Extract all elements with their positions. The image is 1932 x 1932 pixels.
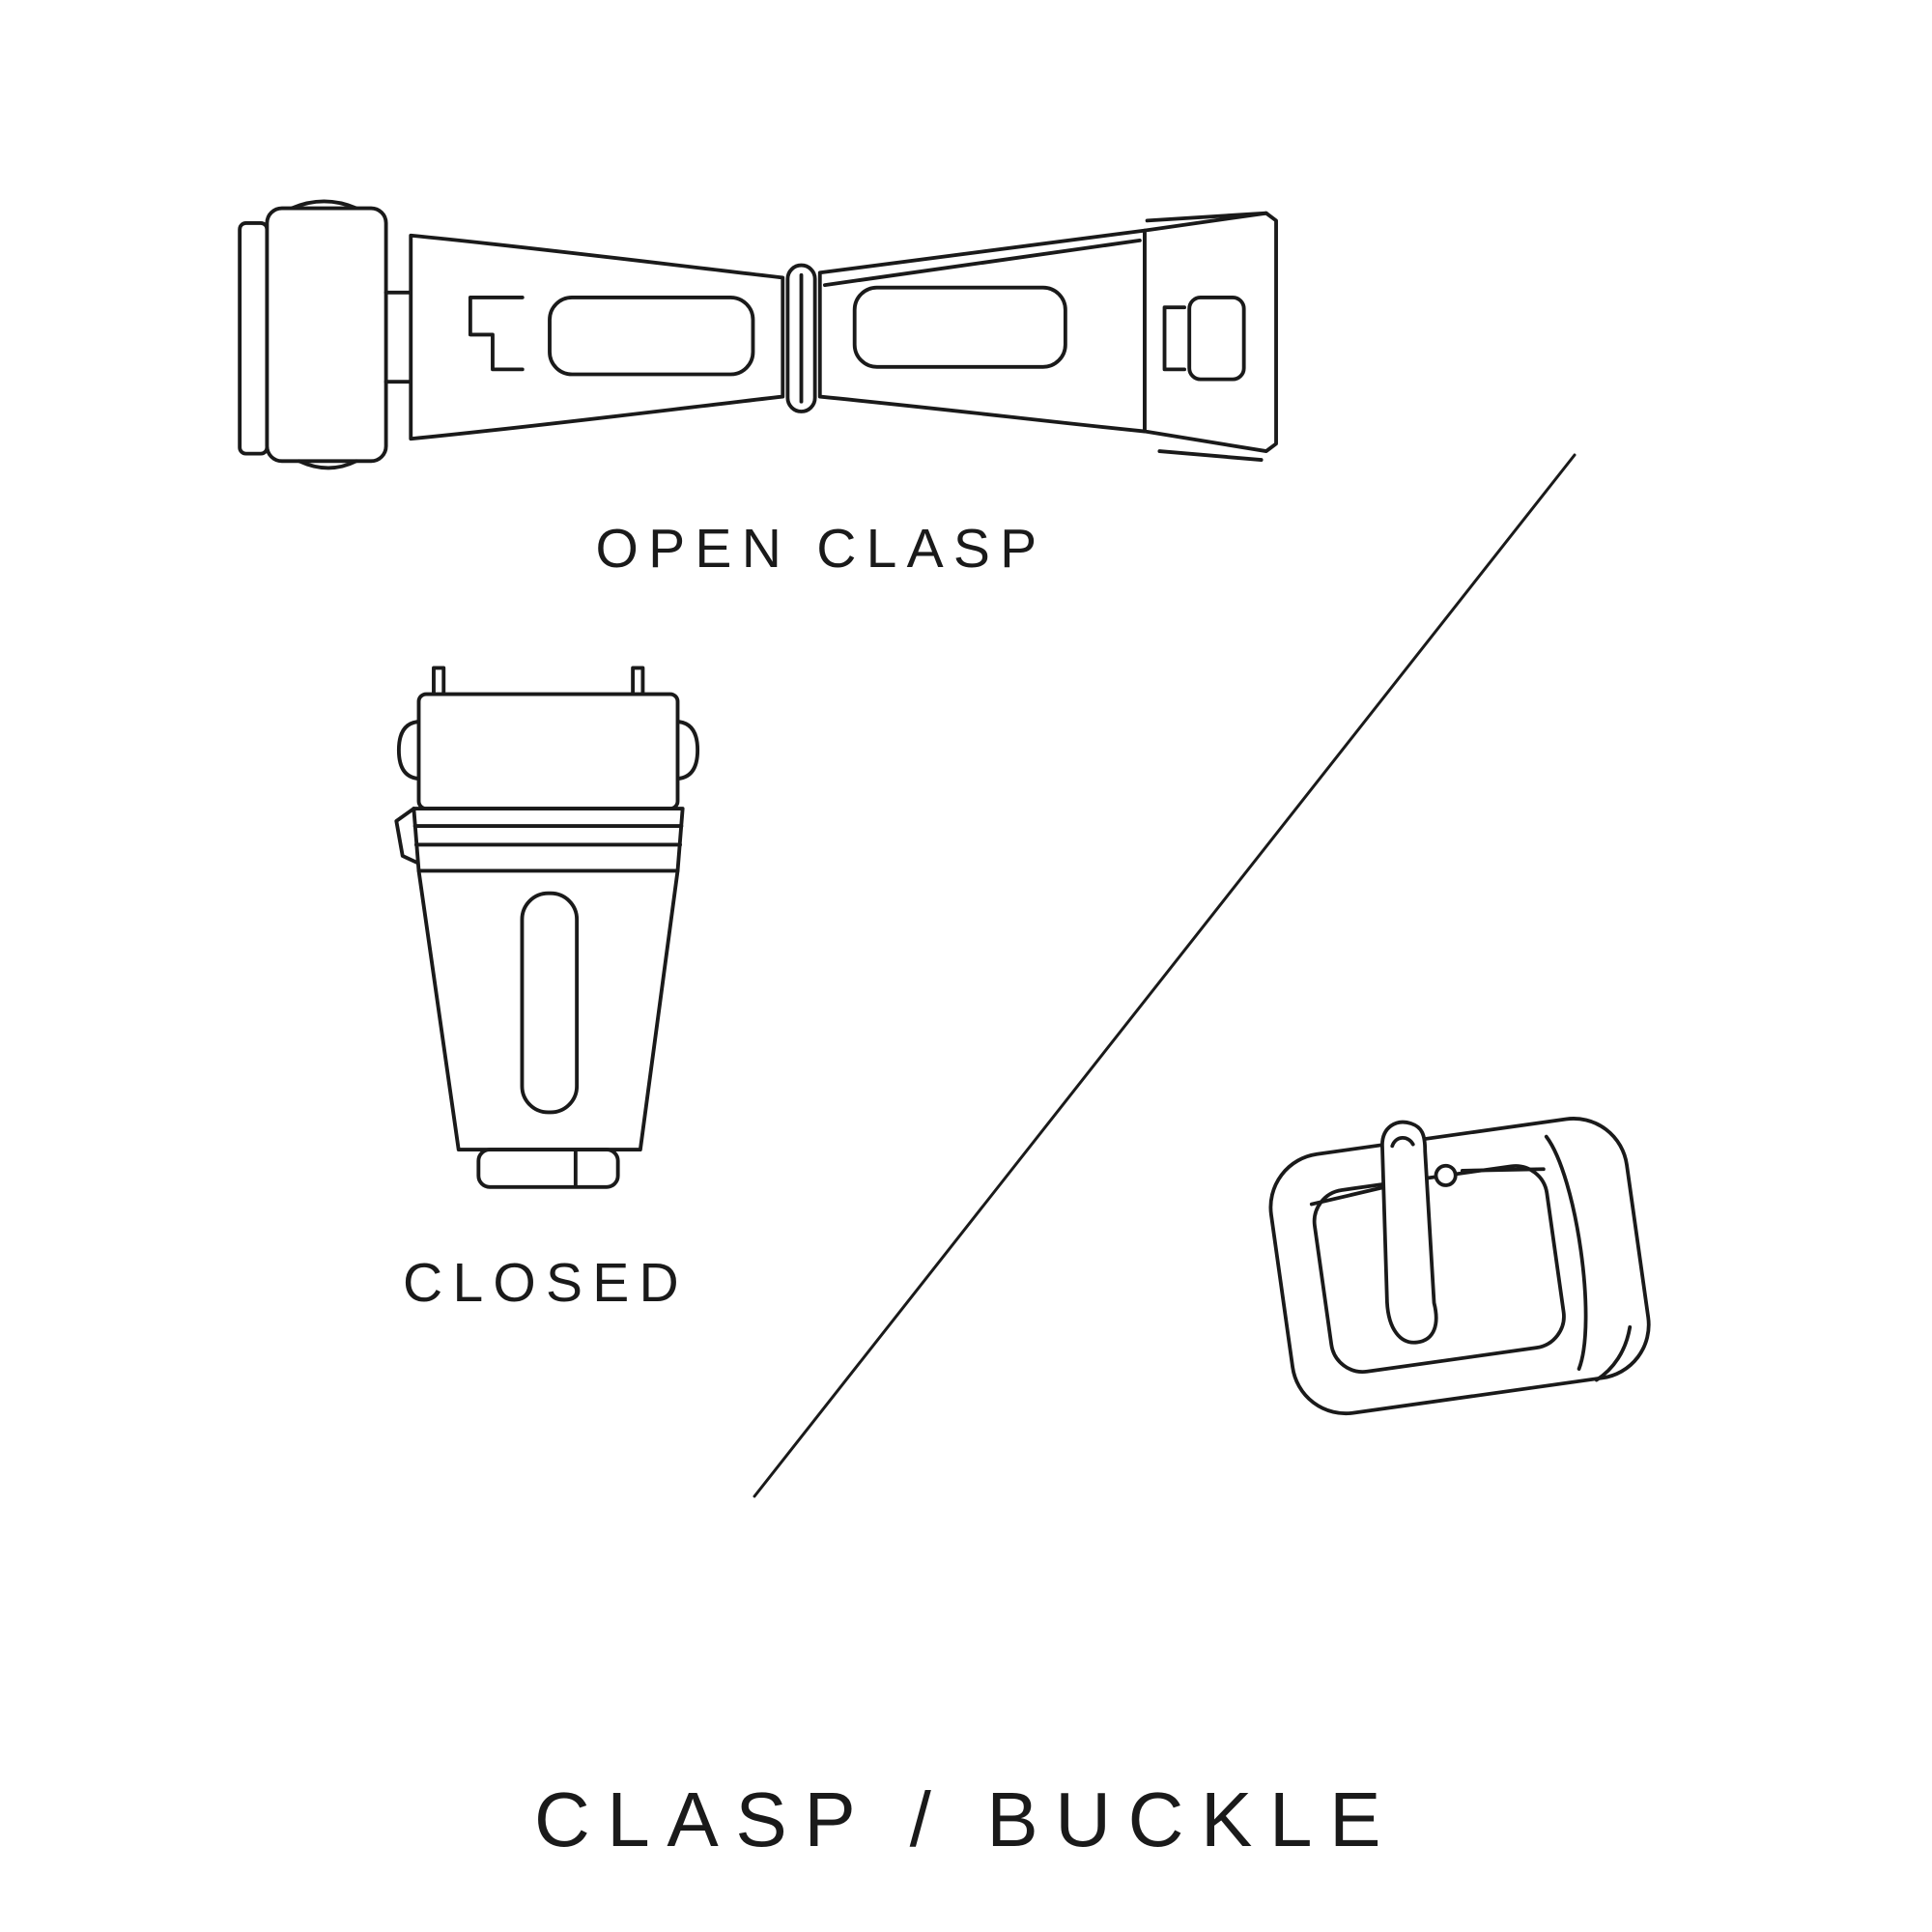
buckle-pin-loop [1434,1163,1458,1187]
open-clasp-end-block [265,206,388,464]
closed-clasp-foot [476,1148,620,1189]
closed-clasp-right-ear [672,719,700,781]
open-clasp-illustration [238,199,1278,470]
open-clasp-label: OPEN CLASP [595,518,1047,580]
closed-clasp-top-block [416,692,680,811]
open-clasp-end-bar [238,221,270,456]
closed-clasp-label: CLOSED [403,1252,689,1314]
closed-clasp-body [416,868,680,1152]
closed-clasp-left-ear [396,719,424,781]
tang-buckle-illustration [1268,1117,1651,1416]
page-title: CLASP / BUCKLE [533,1776,1399,1862]
open-clasp-right-link [817,228,1147,434]
open-clasp-left-link [409,233,785,441]
closed-clasp-illustration [394,666,700,1189]
diagonal-divider [753,453,1577,1498]
buckle-tang [1380,1120,1438,1345]
closed-clasp-band [412,807,685,873]
